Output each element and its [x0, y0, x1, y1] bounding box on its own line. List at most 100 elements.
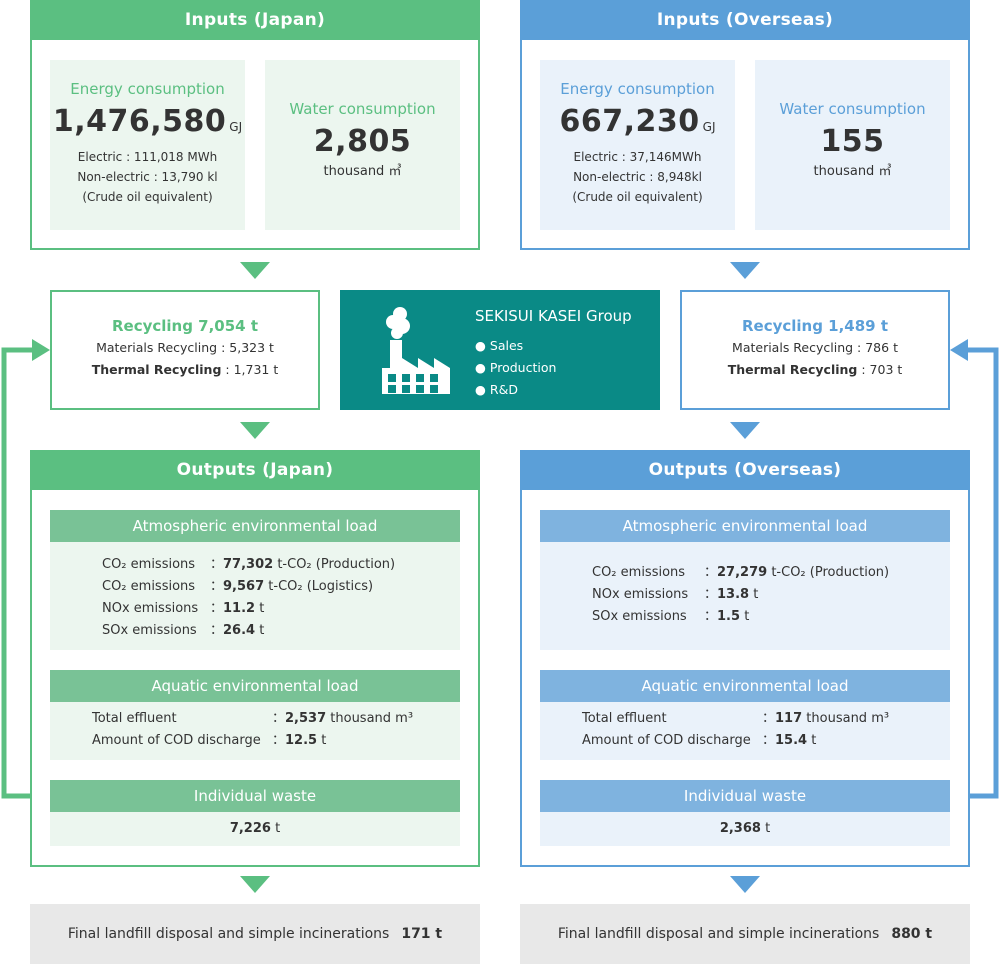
group-activities: ● Sales ● Production ● R&D [475, 338, 557, 397]
nox-value: 11.2 [223, 601, 256, 616]
co2-production-unit: t-CO₂ (Production) [771, 565, 890, 580]
nox-unit: t [753, 587, 759, 602]
recycle-loop-arrow-japan [1, 339, 50, 799]
water-consumption-overseas: Water consumption 155 thousand ㎥ [755, 60, 950, 230]
final-disposal-value: 880 t [891, 926, 933, 942]
crude-note: (Crude oil equivalent) [82, 190, 213, 204]
effluent-label: Total effluent [92, 711, 177, 726]
effluent-unit: thousand m³ [330, 711, 414, 726]
crude-note: (Crude oil equivalent) [572, 190, 703, 204]
materials-recycling-value: 5,323 t [229, 340, 274, 355]
sox-label: SOx emissions [102, 623, 197, 638]
co2-production-value: 77,302 [223, 557, 274, 572]
nox-label: NOx emissions [592, 587, 689, 602]
energy-value: 667,230 [559, 104, 700, 139]
individual-waste-body: 2,368 t [540, 812, 950, 846]
activity-rnd: R&D [489, 382, 518, 397]
cod-label: Amount of COD discharge [92, 733, 261, 748]
waste-value: 7,226 [229, 821, 271, 836]
inputs-overseas-title: Inputs (Overseas) [520, 0, 970, 40]
arrow-down-icon [730, 262, 760, 279]
individual-waste-header: Individual waste [50, 780, 460, 812]
final-disposal-overseas: Final landfill disposal and simple incin… [520, 904, 970, 964]
water-consumption-japan: Water consumption 2,805 thousand ㎥ [265, 60, 460, 230]
inputs-overseas-panel: Inputs (Overseas) Energy consumption 667… [520, 0, 970, 250]
sox-unit: t [744, 609, 750, 624]
energy-unit: GJ [229, 120, 243, 134]
final-disposal-label: Final landfill disposal and simple incin… [67, 926, 390, 942]
water-value: 2,805 [313, 124, 412, 159]
inputs-japan-title: Inputs (Japan) [30, 0, 480, 40]
atmospheric-load-body: CO₂ emissions ：77,302 t-CO₂ (Production)… [50, 542, 460, 650]
waste-value: 2,368 [719, 821, 761, 836]
thermal-recycling-label: Thermal Recycling [727, 362, 858, 377]
final-disposal-label: Final landfill disposal and simple incin… [557, 926, 880, 942]
sox-value: 26.4 [223, 623, 256, 638]
materials-recycling-value: 786 t [865, 340, 898, 355]
co2-logistics-value: 9,567 [223, 579, 265, 594]
sox-label: SOx emissions [592, 609, 687, 624]
co2-label: CO₂ emissions [102, 579, 196, 594]
water-unit: thousand ㎥ [813, 164, 892, 179]
co2-logistics-unit: t-CO₂ (Logistics) [268, 579, 374, 594]
water-label: Water consumption [289, 100, 436, 118]
final-disposal-value: 171 t [401, 926, 443, 942]
cod-unit: t [811, 733, 817, 748]
recycling-japan-box: Recycling 7,054 t Materials Recycling : … [50, 290, 320, 410]
outputs-overseas-title: Outputs (Overseas) [520, 450, 970, 490]
sox-unit: t [259, 623, 265, 638]
outputs-overseas-panel: Outputs (Overseas) Atmospheric environme… [520, 450, 970, 867]
waste-unit: t [275, 821, 281, 836]
individual-waste-body: 7,226 t [50, 812, 460, 846]
nox-unit: t [259, 601, 265, 616]
thermal-recycling-label: Thermal Recycling [91, 362, 222, 377]
arrow-down-icon [730, 422, 760, 439]
outputs-japan-panel: Outputs (Japan) Atmospheric environmenta… [30, 450, 480, 867]
water-unit: thousand ㎥ [323, 164, 402, 179]
atmospheric-load-header: Atmospheric environmental load [50, 510, 460, 542]
water-label: Water consumption [779, 100, 926, 118]
effluent-unit: thousand m³ [806, 711, 890, 726]
electric-detail: Electric : 111,018 MWh [77, 150, 218, 164]
cod-unit: t [321, 733, 327, 748]
water-value: 155 [820, 124, 885, 159]
energy-value: 1,476,580 [52, 104, 227, 139]
nonelectric-detail: Non-electric : 13,790 kl [77, 170, 218, 184]
recycling-overseas-box: Recycling 1,489 t Materials Recycling : … [680, 290, 950, 410]
thermal-recycling-value: 1,731 t [233, 362, 279, 377]
arrow-down-icon [240, 876, 270, 893]
aquatic-load-body: Total effluent ：117 thousand m³ Amount o… [540, 702, 950, 760]
effluent-value: 117 [775, 711, 803, 726]
effluent-label: Total effluent [582, 711, 667, 726]
arrow-down-icon [240, 422, 270, 439]
waste-unit: t [765, 821, 771, 836]
sekisui-kasei-group-box: SEKISUI KASEI Group ● Sales ● Production… [340, 290, 660, 410]
co2-label: CO₂ emissions [592, 565, 686, 580]
cod-label: Amount of COD discharge [582, 733, 751, 748]
energy-unit: GJ [702, 120, 716, 134]
materials-recycling-label: Materials Recycling [732, 340, 854, 355]
thermal-recycling-value: 703 t [869, 362, 903, 377]
co2-production-unit: t-CO₂ (Production) [277, 557, 396, 572]
recycling-japan-title: Recycling 7,054 t [111, 317, 259, 335]
co2-production-value: 27,279 [717, 565, 768, 580]
aquatic-load-body: Total effluent ：2,537 thousand m³ Amount… [50, 702, 460, 760]
final-disposal-japan: Final landfill disposal and simple incin… [30, 904, 480, 964]
inputs-japan-panel: Inputs (Japan) Energy consumption 1,476,… [30, 0, 480, 250]
arrow-down-icon [730, 876, 760, 893]
co2-label: CO₂ emissions [102, 557, 196, 572]
nox-value: 13.8 [717, 587, 750, 602]
cod-value: 12.5 [285, 733, 318, 748]
aquatic-load-header: Aquatic environmental load [50, 670, 460, 702]
cod-value: 15.4 [775, 733, 808, 748]
outputs-japan-title: Outputs (Japan) [30, 450, 480, 490]
energy-label: Energy consumption [560, 80, 715, 98]
recycling-overseas-title: Recycling 1,489 t [741, 317, 889, 335]
nonelectric-detail: Non-electric : 8,948kl [573, 170, 702, 184]
sox-value: 1.5 [717, 609, 741, 624]
factory-icon [382, 307, 450, 394]
arrow-down-icon [240, 262, 270, 279]
recycle-loop-arrow-overseas [950, 339, 999, 799]
